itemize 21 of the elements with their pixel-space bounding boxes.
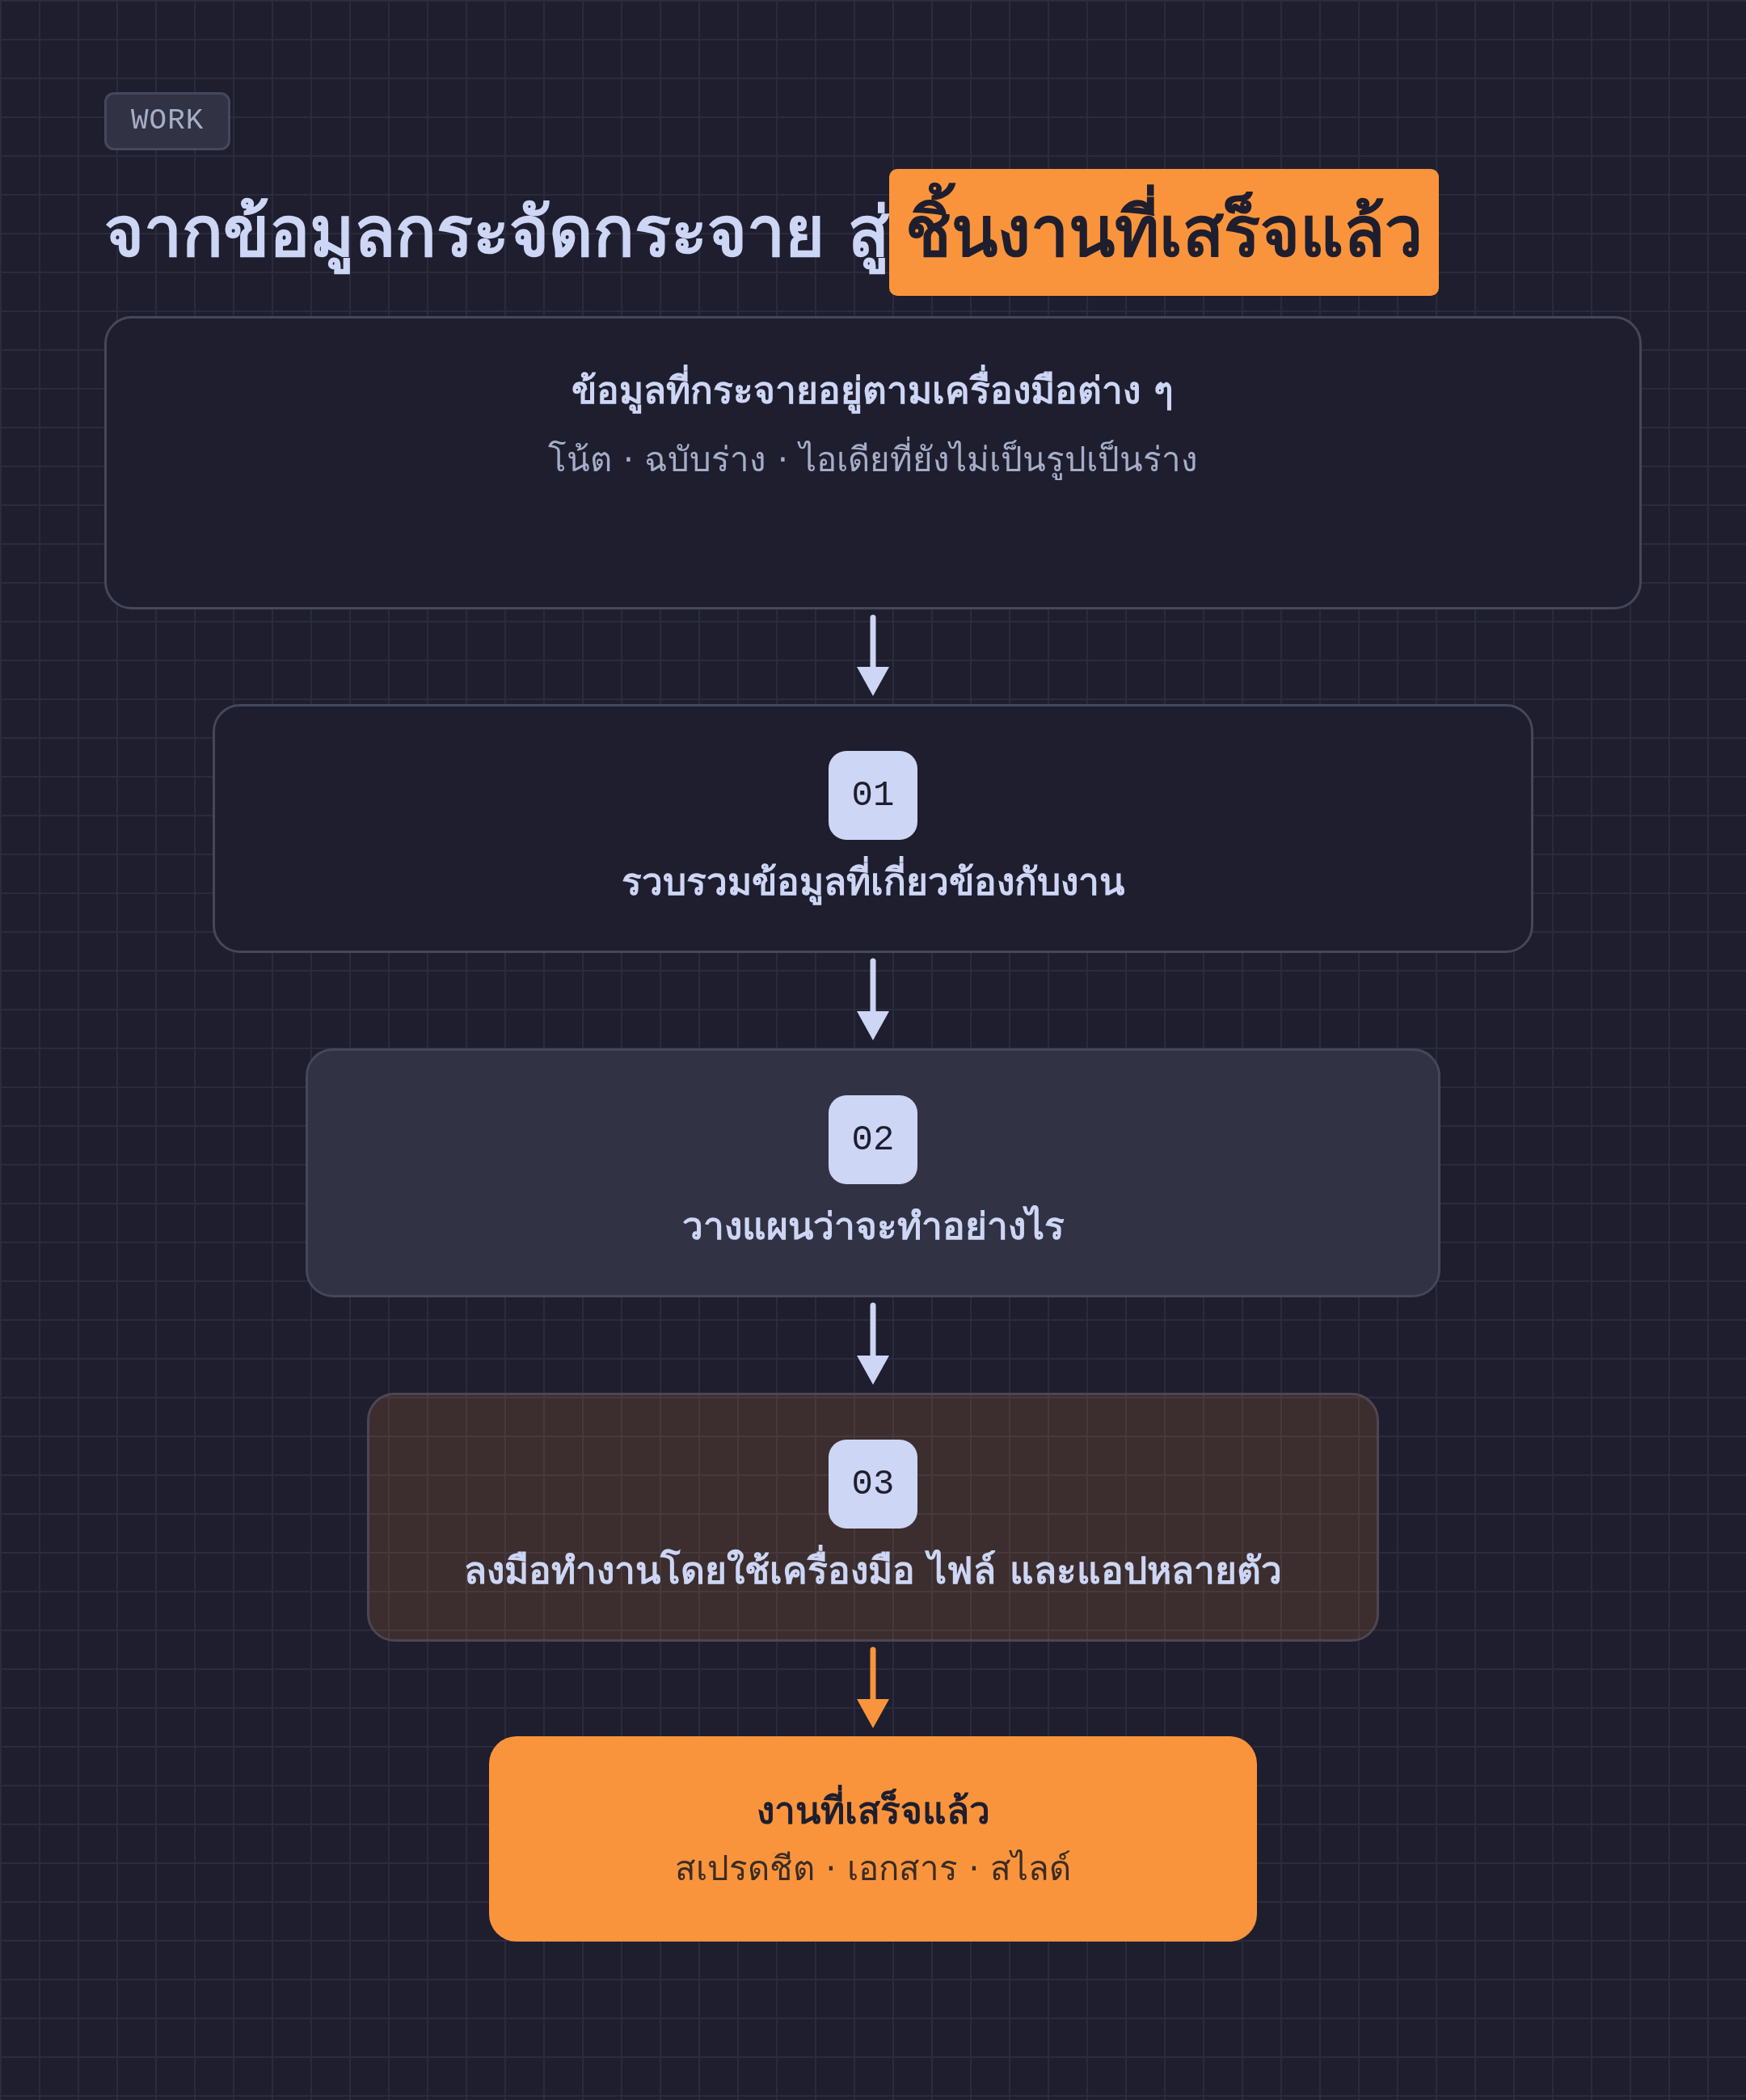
result-card [489,1736,1257,1942]
number-badge: 03 [829,1440,917,1529]
subtitle: สเปรดชีต · เอกสาร · สไลด์ [674,1848,1072,1890]
heading: ข้อมูลที่กระจายอยู่ตามเครื่องมือต่าง ๆ [571,366,1175,415]
number-badge: 02 [829,1095,917,1184]
step-card [306,1048,1440,1297]
step-title: รวบรวมข้อมูลที่เกี่ยวข้องกับงาน [622,858,1124,906]
number-badge: 01 [829,751,917,840]
arrow [857,958,889,1040]
step-card [213,704,1533,953]
step-card [367,1393,1379,1642]
subtitle: โน้ต · ฉบับร่าง · ไอเดียที่ยังไม่เป็นรูปเป็นร่าง [548,436,1198,484]
step-title: วางแผนว่าจะทำอย่างไร [681,1204,1065,1250]
arrow [857,614,889,696]
arrow [857,1647,889,1728]
title: จากข้อมูลกระจัดกระจาย สู่ชิ้นงานที่เสร็จแล้ว [104,169,1440,296]
card [104,316,1642,609]
arrow [857,1302,889,1385]
step-title: ลงมือทำงานโดยใช้เครื่องมือ ไฟล์ และแอปหลายตัว [464,1546,1282,1595]
heading: งานที่เสร็จแล้ว [756,1786,990,1835]
tag: WORK [104,92,231,150]
